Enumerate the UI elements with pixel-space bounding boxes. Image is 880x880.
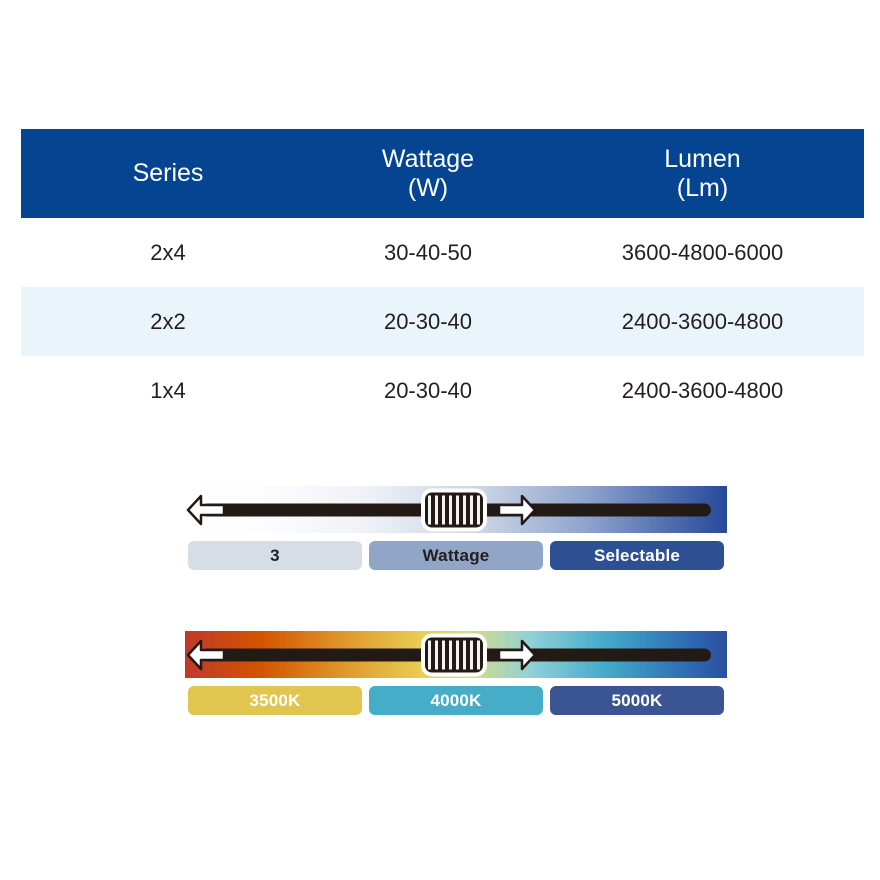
table-row: 2x4 30-40-50 3600-4800-6000	[21, 218, 864, 287]
table-row: 2x2 20-30-40 2400-3600-4800	[21, 287, 864, 356]
cell-series: 2x4	[150, 239, 186, 265]
table-header-row: Series Wattage (W) Lumen (Lm)	[21, 129, 864, 218]
cct-gradient-bar	[185, 631, 727, 678]
arrow-right-icon	[497, 494, 537, 525]
knob-slat	[442, 495, 445, 524]
column-header-lumen: Lumen (Lm)	[541, 145, 864, 203]
knob-slat	[477, 640, 480, 669]
slider-knob-handle[interactable]	[421, 488, 487, 531]
arrow-left-icon	[186, 494, 226, 525]
knob-slat	[456, 640, 459, 669]
cct-pill-5000k[interactable]: 5000K	[547, 683, 727, 718]
knob-slat	[435, 495, 438, 524]
table-row: 1x4 20-30-40 2400-3600-4800	[21, 356, 864, 425]
cell-lumen: 3600-4800-6000	[621, 239, 784, 265]
knob-slat	[456, 495, 459, 524]
knob-slat	[463, 640, 466, 669]
knob-slat	[435, 640, 438, 669]
wattage-pill-row: 3 Wattage Selectable	[185, 538, 727, 573]
cell-series: 2x2	[150, 308, 186, 334]
column-header-wattage-unit: (W)	[407, 173, 449, 202]
cell-series: 1x4	[150, 377, 186, 403]
cct-pill-row: 3500K 4000K 5000K	[185, 683, 727, 718]
knob-slat	[449, 495, 452, 524]
column-header-wattage: Wattage (W)	[315, 145, 541, 203]
knob-slat	[463, 495, 466, 524]
knob-slat	[470, 495, 473, 524]
column-header-lumen-title: Lumen	[664, 144, 741, 173]
slider-knob-handle[interactable]	[421, 633, 487, 676]
cell-wattage: 20-30-40	[383, 377, 473, 403]
column-header-series: Series	[21, 159, 315, 188]
wattage-pill-wattage[interactable]: Wattage	[366, 538, 546, 573]
knob-slat	[428, 640, 431, 669]
cct-selectable-widget[interactable]: 3500K 4000K 5000K	[185, 631, 727, 718]
cct-pill-3500k[interactable]: 3500K	[185, 683, 365, 718]
wattage-pill-count[interactable]: 3	[185, 538, 365, 573]
wattage-pill-selectable[interactable]: Selectable	[547, 538, 727, 573]
cell-wattage: 30-40-50	[383, 239, 473, 265]
arrow-left-icon	[186, 639, 226, 670]
column-header-wattage-title: Wattage	[381, 144, 475, 173]
knob-slat	[477, 495, 480, 524]
knob-slat	[470, 640, 473, 669]
cct-pill-4000k[interactable]: 4000K	[366, 683, 546, 718]
wattage-gradient-bar	[185, 486, 727, 533]
arrow-right-icon	[497, 639, 537, 670]
knob-slat	[442, 640, 445, 669]
column-header-lumen-unit: (Lm)	[676, 173, 729, 202]
cell-lumen: 2400-3600-4800	[621, 377, 784, 403]
knob-slat	[428, 495, 431, 524]
column-header-series-title: Series	[132, 159, 204, 187]
cell-lumen: 2400-3600-4800	[621, 308, 784, 334]
cell-wattage: 20-30-40	[383, 308, 473, 334]
knob-slat	[449, 640, 452, 669]
specification-table: Series Wattage (W) Lumen (Lm) 2x4 30-40-…	[21, 129, 864, 425]
wattage-selectable-widget[interactable]: 3 Wattage Selectable	[185, 486, 727, 573]
